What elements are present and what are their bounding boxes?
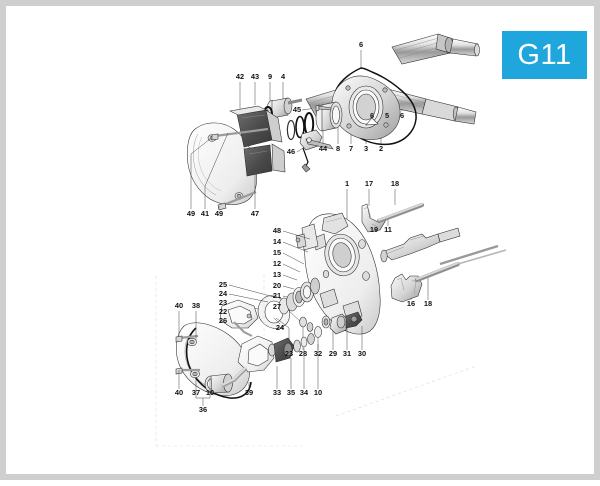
callout-48: 48: [272, 226, 282, 235]
callout-49-a: 49: [186, 209, 196, 218]
callout-40-bot: 40: [174, 388, 184, 397]
callout-43: 43: [250, 72, 260, 81]
callout-10-a: 10: [205, 388, 215, 397]
callout-24-b: 24: [275, 323, 285, 332]
callout-35: 35: [286, 388, 296, 397]
callout-2: 2: [378, 144, 384, 153]
callout-13: 13: [272, 270, 282, 279]
callout-18-b: 18: [423, 299, 433, 308]
callout-32: 32: [313, 349, 323, 358]
callout-6-b: 6: [399, 111, 405, 120]
callout-11: 11: [384, 225, 392, 234]
callout-46: 46: [286, 147, 296, 156]
callout-41: 41: [200, 209, 210, 218]
callout-16: 16: [406, 299, 416, 308]
callout-8: 8: [335, 144, 341, 153]
callout-37: 37: [191, 388, 201, 397]
callout-24: 24: [218, 289, 228, 298]
callout-15: 15: [272, 248, 282, 257]
callout-4: 4: [280, 72, 286, 81]
callout-44: 44: [318, 144, 328, 153]
callout-30: 30: [357, 349, 367, 358]
callout-40-top: 40: [174, 301, 184, 310]
callout-38: 38: [191, 301, 201, 310]
callout-23-b: 23: [284, 349, 294, 358]
callout-18: 18: [390, 179, 400, 188]
callout-14: 14: [272, 237, 282, 246]
callout-9: 9: [267, 72, 273, 81]
callout-21: 21: [272, 291, 282, 300]
callout-25: 25: [218, 280, 228, 289]
callout-7: 7: [348, 144, 354, 153]
callout-49-b: 49: [214, 209, 224, 218]
callout-45: 45: [292, 105, 302, 114]
callout-12: 12: [272, 259, 282, 268]
callout-47: 47: [250, 209, 260, 218]
callout-34: 34: [299, 388, 309, 397]
callout-17: 17: [364, 179, 374, 188]
callout-1: 1: [344, 179, 350, 188]
section-badge: G11: [502, 31, 587, 79]
callout-26: 26: [218, 316, 228, 325]
callout-39: 39: [244, 388, 254, 397]
callout-19: 19: [369, 225, 379, 234]
parts-diagram-canvas: [6, 6, 594, 474]
callout-28: 28: [298, 349, 308, 358]
callout-10-b: 10: [313, 388, 323, 397]
callout-29: 29: [328, 349, 338, 358]
callout-20: 20: [272, 281, 282, 290]
callout-22: 22: [218, 307, 228, 316]
callout-5: 5: [384, 111, 390, 120]
exploded-view-drawing: [155, 33, 507, 447]
callout-6-top: 6: [358, 40, 364, 49]
callout-6-a: 6: [369, 111, 375, 120]
callout-33: 33: [272, 388, 282, 397]
callout-27: 27: [272, 302, 282, 311]
callout-31: 31: [342, 349, 352, 358]
callout-23: 23: [218, 298, 228, 307]
callout-42: 42: [235, 72, 245, 81]
callout-3: 3: [363, 144, 369, 153]
callout-36: 36: [198, 405, 208, 414]
